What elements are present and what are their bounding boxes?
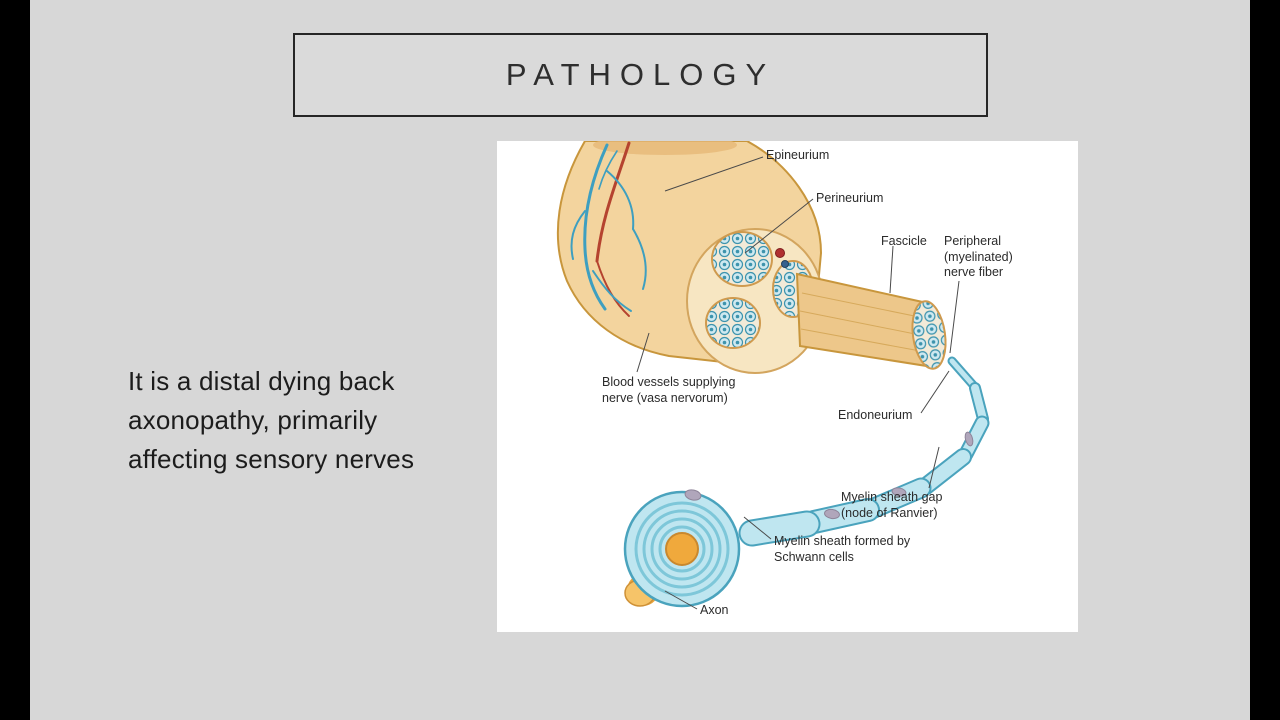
myelinated-fiber-strand: [738, 356, 990, 547]
label-blood-vessels: Blood vessels supplying nerve (vasa nerv…: [602, 375, 736, 405]
fascicle-bundle: [795, 272, 947, 370]
slide-body-text: It is a distal dying back axonopathy, pr…: [128, 366, 415, 474]
label-myelin-sheath-gap: Myelin sheath gap (node of Ranvier): [841, 490, 943, 520]
leader-lines: [636, 156, 960, 610]
presentation-slide: PATHOLOGY It is a distal dying back axon…: [30, 0, 1250, 720]
label-myelin-sheath-schwann: Myelin sheath formed by Schwann cells: [774, 534, 911, 564]
label-fascicle: Fascicle: [881, 234, 927, 248]
nerve-anatomy-diagram: Epineurium Perineurium Fascicle Peripher…: [497, 141, 1078, 632]
label-epineurium: Epineurium: [766, 148, 830, 162]
slide-title: PATHOLOGY: [505, 57, 776, 92]
myelin-cross-section: [623, 489, 741, 608]
label-peripheral-nerve-fiber: Peripheral (myelinated) nerve fiber: [944, 234, 1013, 279]
label-axon: Axon: [700, 603, 729, 617]
vasa-nervorum-vessels: [570, 141, 647, 317]
label-perineurium: Perineurium: [816, 191, 884, 205]
nerve-anatomy-illustration: [556, 141, 990, 610]
slide-title-box: PATHOLOGY: [293, 33, 988, 117]
label-endoneurium: Endoneurium: [838, 408, 913, 422]
